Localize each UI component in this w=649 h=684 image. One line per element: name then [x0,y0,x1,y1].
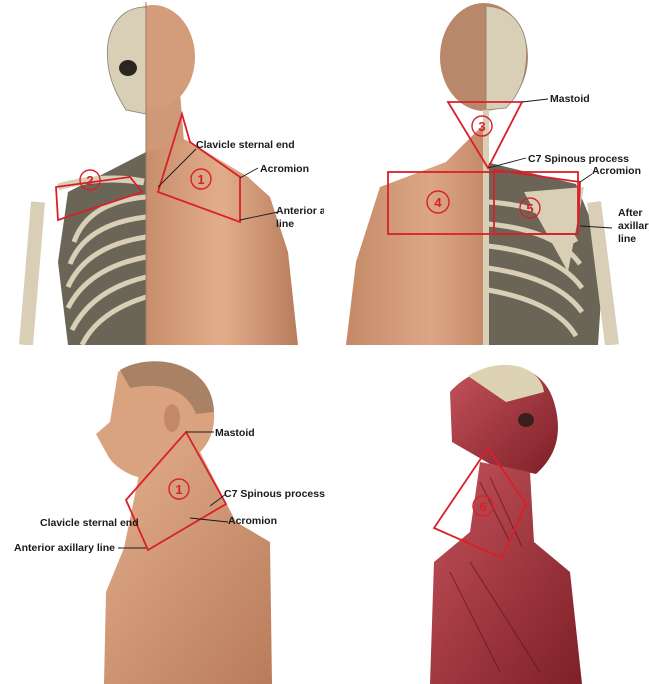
front-view-panel: 1 2 Clavicle sternal end Acromion Anteri… [8,2,324,345]
anterior-axillary-line-label: Anterior axillary line [14,542,115,554]
back-view-illustration: 3 4 5 Mastoid C7 Spinous process Acromio… [336,2,649,345]
zone-1-number: 1 [197,172,204,187]
eye-socket [518,413,534,427]
mastoid-label: Mastoid [550,93,590,105]
humerus [26,202,38,345]
side-neck-torso [104,452,272,684]
acromion-label: Acromion [228,515,277,527]
mastoid-label: Mastoid [215,427,255,439]
side-view-illustration: 1 Mastoid C7 Spinous process Acromion Cl… [0,352,330,684]
eye-socket [119,60,137,76]
zone-6-number: 6 [479,499,486,514]
clavicle-sternal-end-label: Clavicle sternal end [196,139,295,151]
acromion-label: Acromion [260,163,309,175]
side-view-panel: 1 Mastoid C7 Spinous process Acromion Cl… [0,352,330,684]
after-axillary-line-label-1: After [618,207,643,219]
ear [164,404,180,432]
zone-4-number: 4 [434,195,442,210]
back-ribcage [486,162,604,345]
c7-spinous-process-label: C7 Spinous process [528,153,629,165]
zone-5-number: 5 [526,201,533,216]
c7-spinous-process-label: C7 Spinous process [224,488,325,500]
front-view-illustration: 1 2 Clavicle sternal end Acromion Anteri… [8,2,324,345]
zone-1-number: 1 [175,482,182,497]
back-view-panel: 3 4 5 Mastoid C7 Spinous process Acromio… [336,2,649,345]
after-axillary-line-label-3: line [618,233,636,245]
anterior-axillary-line-label-2: line [276,218,294,230]
skull-back [486,6,527,110]
acromion-label: Acromion [592,165,641,177]
anterior-axillary-line-label-1: Anterior axillary [276,205,324,217]
zone-3-number: 3 [478,119,485,134]
zone-2-number: 2 [86,173,93,188]
clavicle-sternal-end-label: Clavicle sternal end [40,517,139,529]
muscle-view-illustration: 6 [330,352,649,684]
after-axillary-line-label-2: axillary [618,220,649,232]
muscle-view-panel: 6 [330,352,649,684]
muscle-neck-torso [430,462,582,684]
